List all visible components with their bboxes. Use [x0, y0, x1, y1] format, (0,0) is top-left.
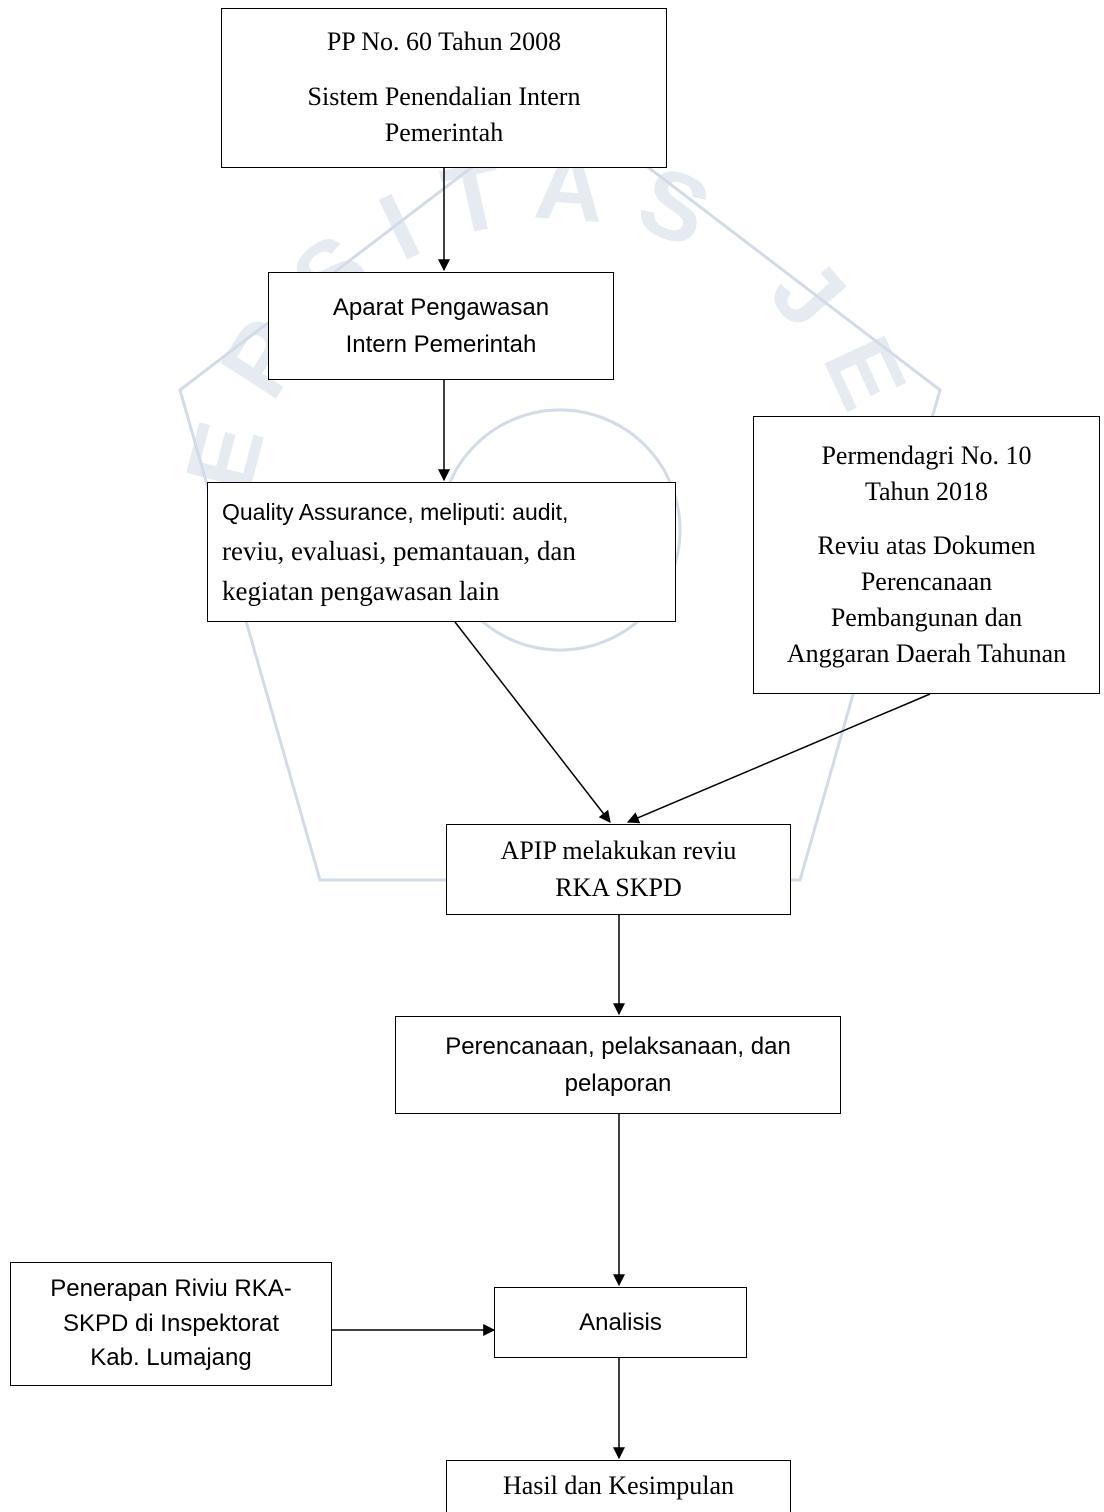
perencanaan-line1: Perencanaan, pelaksanaan, dan [445, 1032, 791, 1060]
apip-review-box: APIP melakukan reviu RKA SKPD [446, 824, 791, 915]
penerapan-box: Penerapan Riviu RKA- SKPD di Inspektorat… [10, 1262, 332, 1386]
permendagri-line6: Anggaran Daerah Tahunan [786, 638, 1067, 668]
permendagri-line2: Tahun 2018 [864, 477, 989, 507]
perencanaan-box: Perencanaan, pelaksanaan, dan pelaporan [395, 1016, 841, 1114]
quality-line3: kegiatan pengawasan lain [222, 575, 500, 606]
pp60-line2: Sistem Penendalian Intern [307, 81, 581, 111]
permendagri-line5: Pembangunan dan [830, 602, 1023, 632]
hasil-box: Hasil dan Kesimpulan [446, 1460, 791, 1512]
penerapan-line1: Penerapan Riviu RKA- [50, 1274, 292, 1302]
apip-org-line1: Aparat Pengawasan [332, 293, 550, 321]
arrow-quality-to-apip-review [454, 621, 611, 823]
penerapan-line3: Kab. Lumajang [90, 1344, 252, 1372]
hasil-label: Hasil dan Kesimpulan [502, 1471, 735, 1501]
perencanaan-line2: pelaporan [564, 1070, 672, 1097]
apip-org-line2: Intern Pemerintah [345, 331, 537, 358]
permendagri-line1: Permendagri No. 10 [821, 441, 1032, 471]
permendagri-line4: Perencanaan [860, 567, 993, 596]
permendagri-box: Permendagri No. 10 Tahun 2018 Reviu atas… [753, 416, 1100, 694]
quality-assurance-box: Quality Assurance, meliputi: audit, revi… [207, 482, 676, 622]
penerapan-line2: SKPD di Inspektorat [62, 1309, 280, 1337]
quality-line2: reviu, evaluasi, pemantauan, dan [222, 536, 576, 567]
analisis-box: Analisis [494, 1287, 747, 1358]
permendagri-line3: Reviu atas Dokumen [817, 531, 1036, 561]
apip-review-line2: RKA SKPD [555, 872, 682, 902]
pp60-box: PP No. 60 Tahun 2008 Sistem Penendalian … [221, 8, 667, 168]
apip-org-box: Aparat Pengawasan Intern Pemerintah [268, 272, 614, 380]
pp60-title: PP No. 60 Tahun 2008 [326, 26, 562, 56]
quality-line1: Quality Assurance, meliputi: audit, [222, 499, 569, 526]
arrow-permendagri-to-apip-review [626, 693, 931, 824]
analisis-label: Analisis [579, 1308, 662, 1336]
apip-review-line1: APIP melakukan reviu [500, 835, 737, 865]
pp60-line3: Pemerintah [384, 118, 504, 148]
